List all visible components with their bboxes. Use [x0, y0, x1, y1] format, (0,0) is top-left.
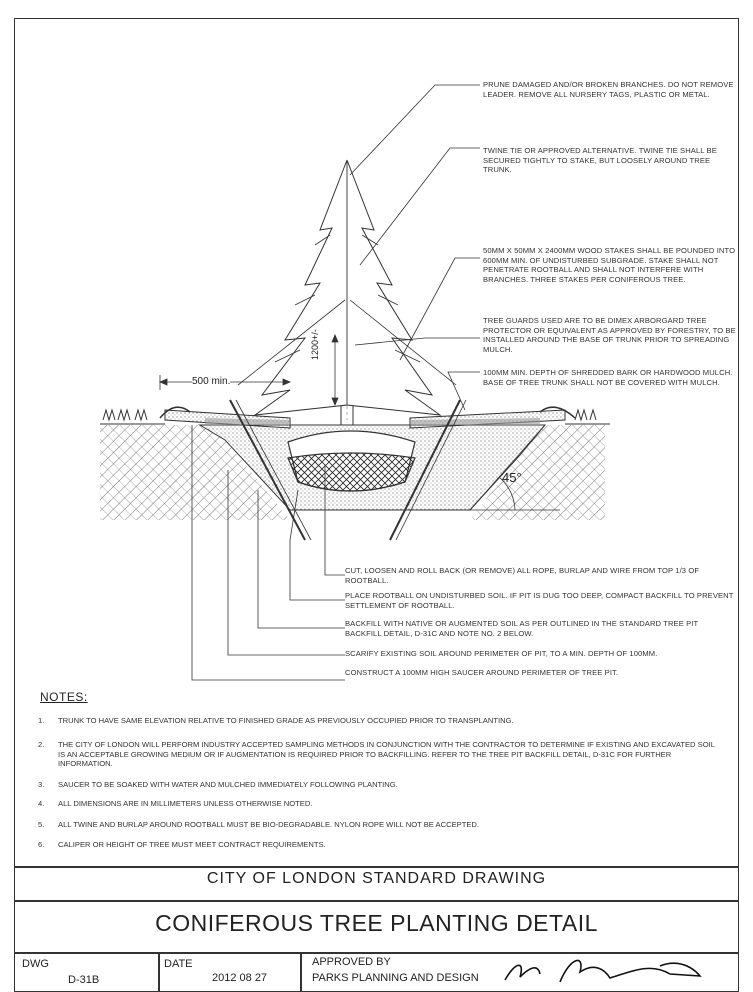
existing-soil: [100, 425, 605, 542]
callout-saucer: CONSTRUCT A 100mm HIGH SAUCER AROUND PER…: [345, 668, 619, 677]
approved-label: APPROVED BY: [312, 956, 391, 968]
planting-detail-diagram: [100, 84, 610, 681]
leader-lines: [191, 84, 480, 681]
title-block-divider: [14, 866, 739, 868]
twine-ties: [237, 299, 457, 386]
height-dimension: [331, 333, 339, 407]
callout-scarify: SCARIFY EXISTING SOIL AROUND PERIMETER O…: [345, 649, 658, 658]
title-block-divider: [14, 900, 739, 902]
dwg-number: D-31B: [68, 974, 100, 986]
approval-signature: [504, 959, 702, 983]
title-block-divider: [158, 952, 160, 992]
angle-indicator: [469, 424, 560, 511]
callout-undisturbed-soil: PLACE ROOTBALL ON UNDISTURBED SOIL. IF P…: [345, 591, 734, 610]
note-item: 4.ALL DIMENSIONS ARE IN MILLIMETERS UNLE…: [38, 799, 313, 808]
wood-stakes: [229, 399, 467, 541]
note-item: 2.THE CITY OF LONDON WILL PERFORM INDUST…: [38, 740, 715, 769]
rootball: [287, 430, 416, 492]
note-item: 1.TRUNK TO HAVE SAME ELEVATION RELATIVE …: [38, 716, 514, 725]
mulch-layer: [164, 409, 566, 429]
note-item: 3.SAUCER TO BE SOAKED WITH WATER AND MUL…: [38, 780, 398, 789]
title-block-divider: [300, 952, 302, 992]
note-item: 6.CALIPER OR HEIGHT OF TREE MUST MEET CO…: [38, 840, 326, 849]
callout-rootball-rope: CUT, LOOSEN AND ROLL BACK (OR REMOVE) AL…: [345, 566, 700, 585]
grass-left: [100, 408, 165, 425]
title-block-divider: [14, 952, 739, 954]
callout-prune: PRUNE DAMAGED AND/OR BROKEN BRANCHES. DO…: [483, 80, 734, 99]
drawing-title: CONIFEROUS TREE PLANTING DETAIL: [155, 910, 598, 936]
note-item: 5.ALL TWINE AND BURLAP AROUND ROOTBALL M…: [38, 820, 479, 829]
callout-backfill: BACKFILL WITH NATIVE OR AUGMENTED SOIL A…: [345, 619, 699, 638]
date-label: DATE: [164, 958, 193, 970]
notes-heading: NOTES:: [40, 690, 88, 704]
agency-title: CITY OF LONDON STANDARD DRAWING: [206, 870, 547, 887]
date-value: 2012 08 27: [212, 972, 268, 984]
callout-twine-tie: TWINE TIE OR APPROVED ALTERNATIVE. TWINE…: [483, 146, 717, 175]
callout-mulch: 100mm MIN. DEPTH OF SHREDDED BARK OR HAR…: [483, 368, 733, 387]
approved-value: PARKS PLANNING AND DESIGN: [312, 972, 479, 984]
height-dimension-label: 1200+/-: [310, 329, 320, 360]
dwg-label: DWG: [22, 958, 49, 970]
angle-dimension-label: 45°: [502, 470, 522, 485]
grass-right: [565, 408, 610, 425]
conifer-crown: [253, 159, 442, 416]
spread-dimension-label: 500 min.: [192, 376, 231, 387]
callout-wood-stakes: 50mm X 50mm X 2400mm WOOD STAKES SHALL B…: [483, 246, 736, 284]
callout-tree-guards: TREE GUARDS USED ARE TO BE DIMEX ARBORGA…: [483, 316, 736, 354]
